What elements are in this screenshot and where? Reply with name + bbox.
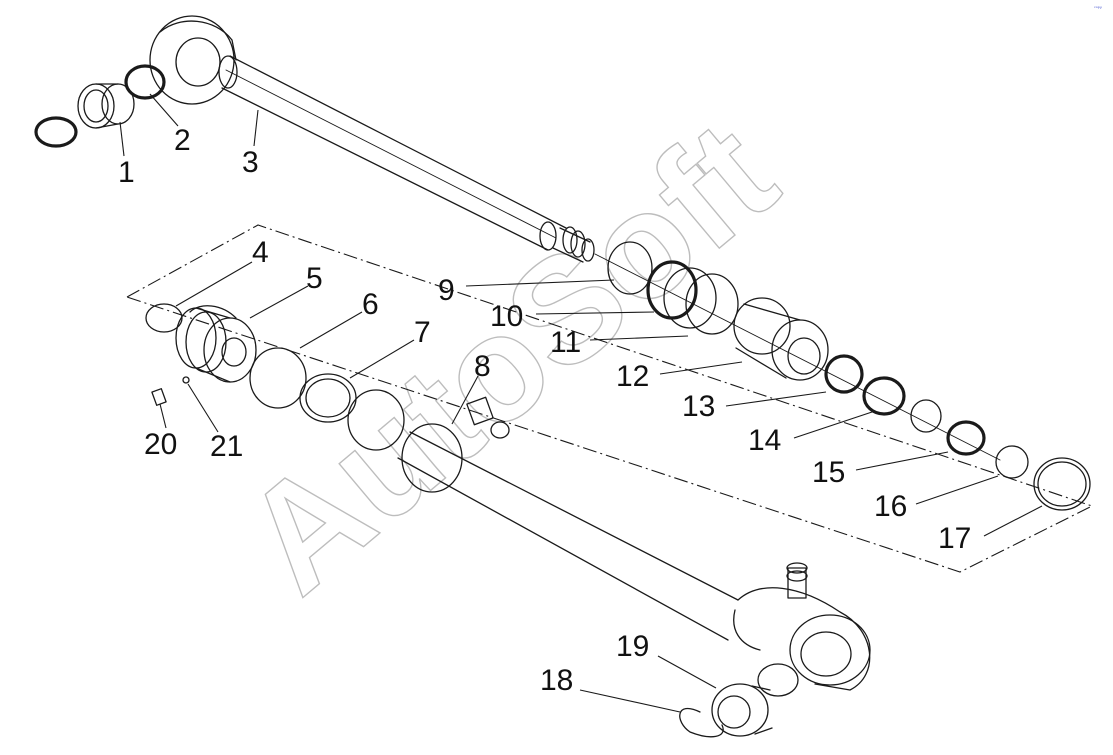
ring-part-4 xyxy=(145,303,183,333)
callout-16: 16 xyxy=(874,490,907,523)
callout-14: 14 xyxy=(748,424,781,457)
ring-part-11 xyxy=(685,273,739,335)
piston-part-5 xyxy=(175,305,257,383)
callout-6: 6 xyxy=(362,288,379,321)
retaining-clip-18 xyxy=(679,707,724,738)
ring-part-7 xyxy=(299,373,357,423)
callout-20: 20 xyxy=(144,428,177,461)
seal-part-10 xyxy=(646,260,717,329)
ring-part-16 xyxy=(995,445,1029,479)
ring-part-6 xyxy=(249,347,307,409)
callout-12: 12 xyxy=(616,360,649,393)
bushing-part-19 xyxy=(711,663,799,737)
ring-part-8 xyxy=(347,389,405,451)
callout-4: 4 xyxy=(252,236,269,269)
callout-13: 13 xyxy=(682,390,715,423)
callout-19: 19 xyxy=(616,630,649,663)
ring-part-14 xyxy=(862,376,906,416)
gland-part-12 xyxy=(733,297,829,381)
watermark-text: AutoSoft xyxy=(213,89,806,625)
callout-10: 10 xyxy=(490,300,523,333)
ring-part-17 xyxy=(1033,457,1091,511)
ring-part-15 xyxy=(946,420,986,456)
callout-18: 18 xyxy=(540,664,573,697)
callout-21: 21 xyxy=(210,430,243,463)
callout-5: 5 xyxy=(306,262,323,295)
seal-part-13 xyxy=(824,354,864,394)
callout-labels: 1 2 3 4 5 6 7 8 9 10 11 12 13 14 15 16 1… xyxy=(118,124,971,697)
callout-1: 1 xyxy=(118,156,135,189)
pin-part-20 xyxy=(151,388,167,406)
callout-17: 17 xyxy=(938,522,971,555)
bushing-part-1 xyxy=(34,83,135,148)
callout-8: 8 xyxy=(474,350,491,383)
callout-7: 7 xyxy=(414,316,431,349)
callout-11: 11 xyxy=(550,326,581,359)
callout-3: 3 xyxy=(242,146,259,179)
callout-9: 9 xyxy=(438,274,455,307)
seal-kit-boundary xyxy=(126,224,1094,573)
ring-part-15a xyxy=(910,399,942,433)
seal-ring-barrel xyxy=(401,423,463,493)
ball-part-21 xyxy=(182,376,190,384)
seal-part-2 xyxy=(124,64,166,100)
corner-mark: ᶜᵒᵖʸ xyxy=(1094,6,1102,12)
callout-15: 15 xyxy=(812,456,845,489)
leader-lines xyxy=(119,93,1043,713)
cylinder-barrel xyxy=(397,396,871,691)
snap-ring-9 xyxy=(607,241,653,295)
ring-part-7b xyxy=(305,378,351,418)
callout-2: 2 xyxy=(174,124,191,157)
piston-rod xyxy=(149,15,1001,461)
ring-part-17b xyxy=(1037,461,1087,507)
